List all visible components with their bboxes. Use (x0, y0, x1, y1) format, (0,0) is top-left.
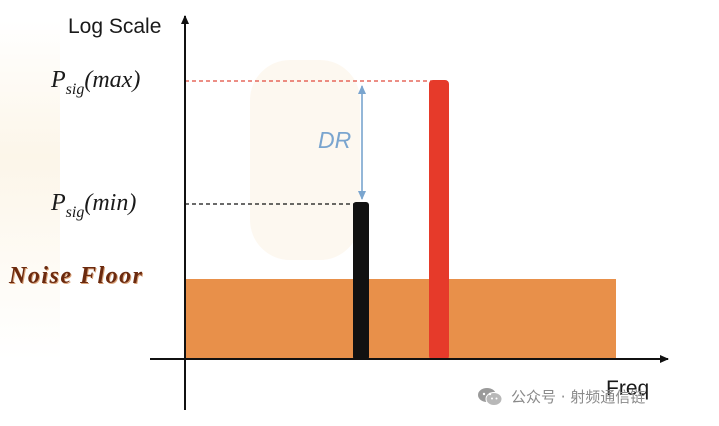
psig-max-label: Psig(max) (51, 67, 141, 98)
strong-signal-bar (429, 80, 449, 360)
noise-floor-band (185, 279, 616, 359)
background-decoration-center (250, 60, 360, 260)
psig-max-subscript: sig (65, 81, 85, 98)
psig-min-base: P (51, 190, 66, 216)
noise-floor-label: Noise Floor (9, 263, 144, 289)
psig-max-base: P (51, 67, 66, 93)
weak-signal-bar (353, 202, 369, 360)
x-axis-title: Freq (606, 377, 650, 400)
psig-min-argument: (min) (84, 190, 137, 216)
y-axis-title: Log Scale (68, 15, 162, 38)
watermark-text: 公众号 · 射频通信链 (511, 388, 646, 406)
dynamic-range-label: DR (318, 127, 352, 153)
watermark: 公众号 · 射频通信链 (477, 386, 645, 407)
psig-max-argument: (max) (84, 67, 141, 93)
wechat-icon (477, 387, 503, 407)
psig-min-subscript: sig (65, 204, 85, 221)
background-decoration-left (0, 20, 60, 360)
psig-min-label: Psig(min) (51, 190, 137, 221)
